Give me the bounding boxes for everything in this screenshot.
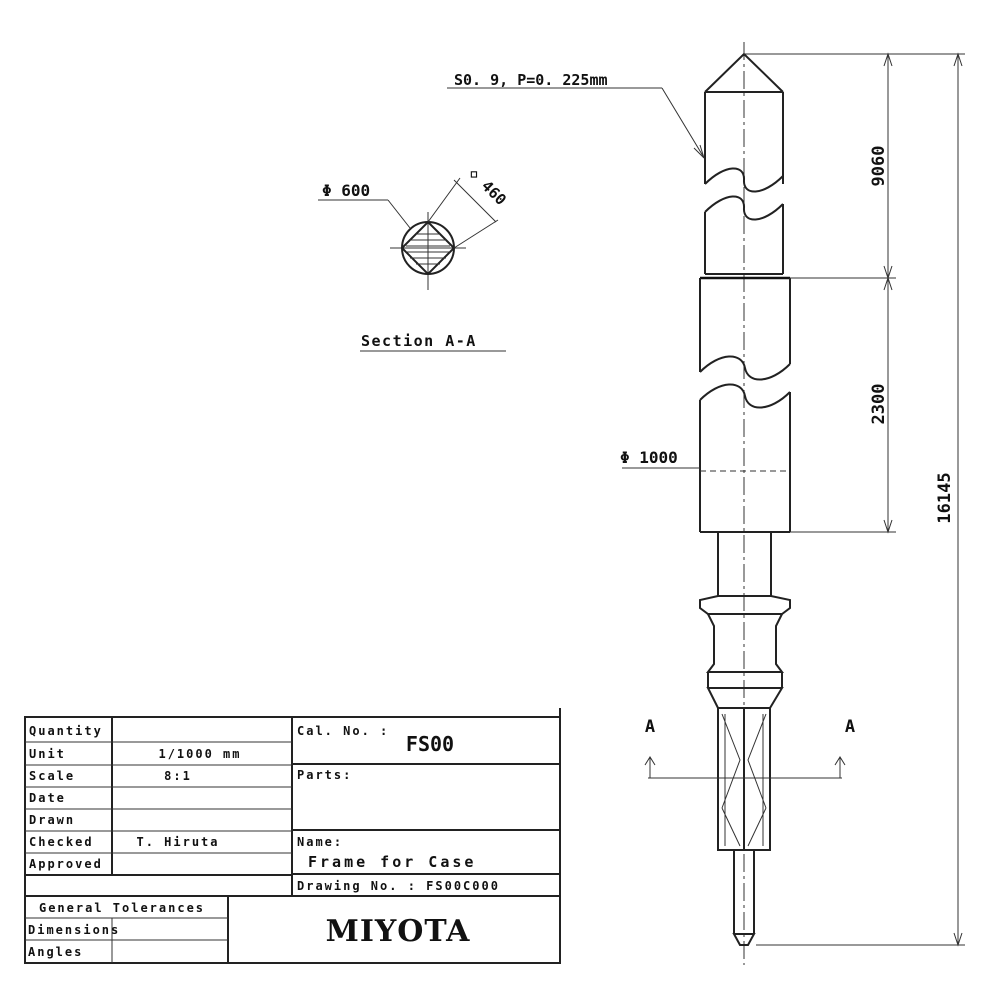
neck	[706, 613, 784, 673]
section-arrowhead-right	[834, 756, 846, 766]
row-label-quantity: Quantity	[29, 724, 103, 738]
row-label-unit: Unit	[29, 747, 66, 761]
title-block: Quantity Unit 1/1000 mm Scale 8:1 Date D…	[24, 708, 561, 964]
row-label-scale: Scale	[29, 769, 75, 783]
ext-line-square-a	[427, 177, 461, 223]
angles-label: Angles	[28, 945, 83, 959]
collar	[699, 595, 791, 615]
company-logo: MIYOTA	[326, 914, 471, 949]
section-title: Section A-A	[361, 332, 477, 350]
row-value-scale: 8:1	[164, 769, 192, 783]
general-tolerances-label: General Tolerances	[39, 901, 205, 915]
section-cut-label-right: A	[845, 717, 855, 737]
dim-tip-length: 9060	[869, 146, 889, 187]
dimensions-label: Dimensions	[28, 923, 120, 937]
dim-line-square	[453, 179, 497, 223]
row-value-unit: 1/1000 mm	[158, 747, 241, 761]
dim-total-length: 16145	[935, 472, 955, 523]
leader-section-diameter	[387, 199, 411, 229]
body-break-line-upper	[699, 355, 791, 381]
thread-note: S0. 9, P=0. 225mm	[454, 71, 608, 89]
cal-no-value: FS00	[406, 732, 454, 756]
row-label-checked: Checked	[29, 835, 94, 849]
section-diameter: Φ 600	[322, 181, 370, 200]
break-line-lower	[704, 195, 784, 221]
row-label-approved: Approved	[29, 857, 103, 871]
dim-body-diameter: Φ 1000	[620, 448, 678, 467]
name-label: Name:	[297, 835, 343, 849]
break-line-upper	[704, 167, 784, 193]
section-arrowhead-left	[644, 756, 656, 766]
dimensions: 9060 2300 16145 Φ 1000 S0. 9, P=0. 225mm	[447, 52, 965, 947]
row-label-drawn: Drawn	[29, 813, 75, 827]
row-value-checked: T. Hiruta	[136, 835, 219, 849]
thread-note-arrowhead	[693, 144, 705, 159]
section-cut-label-left: A	[645, 717, 655, 737]
section-square	[400, 220, 456, 276]
lower-taper	[706, 687, 784, 709]
row-label-date: Date	[29, 791, 66, 805]
section-view: Φ 600 ◇ 460 Section A-A	[318, 164, 510, 352]
thread-note-leader	[661, 87, 704, 157]
section-hatching	[406, 233, 450, 265]
part-side-view: A A	[644, 42, 855, 965]
body-break-line-lower	[699, 383, 791, 409]
name-value: Frame for Case	[308, 853, 476, 871]
section-square-size: ◇ 460	[465, 164, 510, 209]
drawing-number: Drawing No. : FS00C000	[297, 879, 500, 893]
dim-arrows-body	[883, 276, 893, 534]
knurl-hatching	[721, 713, 767, 847]
ext-line-square-b	[453, 219, 499, 249]
parts-label: Parts:	[297, 768, 352, 782]
dim-arrows-total	[953, 52, 963, 947]
cal-no-label: Cal. No. :	[297, 724, 389, 738]
dim-body-length: 2300	[869, 384, 889, 425]
pin-tip	[732, 933, 756, 946]
